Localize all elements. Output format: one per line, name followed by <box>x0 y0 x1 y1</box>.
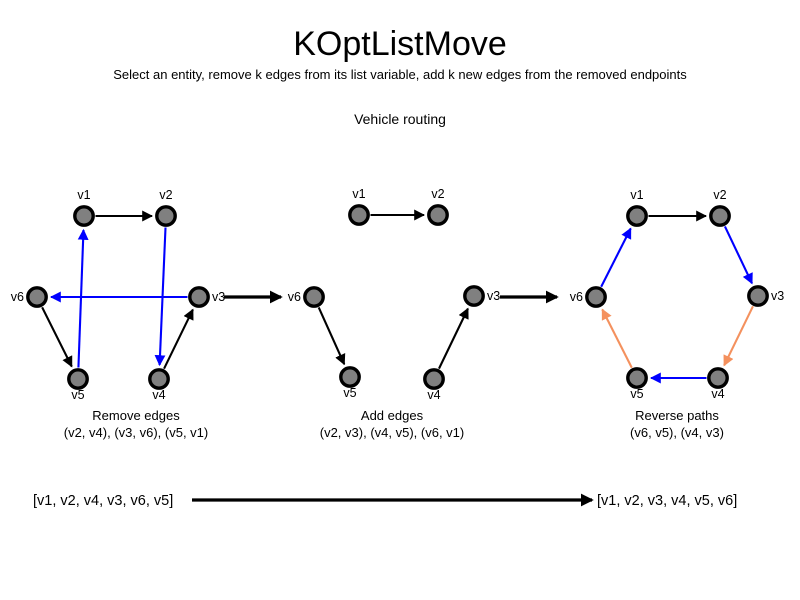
edge-reverse-v3-to-v4 <box>723 305 754 367</box>
node-label-reverse-v1: v1 <box>630 188 643 202</box>
edge-add-v4-to-v3 <box>438 307 469 370</box>
node-label-remove-v6: v6 <box>11 290 24 304</box>
node-reverse-v4[interactable] <box>707 367 729 389</box>
node-remove-v4[interactable] <box>148 368 170 390</box>
node-remove-v2[interactable] <box>155 205 177 227</box>
caption-title-remove: Remove edges <box>92 408 180 423</box>
node-label-add-v6: v6 <box>288 290 301 304</box>
node-add-v5[interactable] <box>339 366 361 388</box>
node-reverse-v1[interactable] <box>626 205 648 227</box>
node-label-reverse-v3: v3 <box>771 289 784 303</box>
node-remove-v3[interactable] <box>188 286 210 308</box>
node-add-v4[interactable] <box>423 368 445 390</box>
node-label-add-v5: v5 <box>343 386 356 400</box>
node-remove-v5[interactable] <box>67 368 89 390</box>
node-label-remove-v5: v5 <box>71 388 84 402</box>
node-label-reverse-v6: v6 <box>570 290 583 304</box>
node-label-reverse-v4: v4 <box>711 387 724 401</box>
node-remove-v6[interactable] <box>26 286 48 308</box>
node-add-v2[interactable] <box>427 204 449 226</box>
nodes-layer: v1 v2 v3 v4 v5 v6 v1 v2 v3 v4 v5 v6 v1 v2 v3 v4 v5 v6 <box>11 187 784 402</box>
list-after: [v1, v2, v3, v4, v5, v6] <box>597 493 737 509</box>
node-label-add-v4: v4 <box>427 388 440 402</box>
node-reverse-v2[interactable] <box>709 205 731 227</box>
node-label-add-v3: v3 <box>487 289 500 303</box>
caption-detail-add: (v2, v3), (v4, v5), (v6, v1) <box>320 425 464 440</box>
node-reverse-v5[interactable] <box>626 367 648 389</box>
page-title: KOptListMove <box>293 25 507 63</box>
node-label-reverse-v2: v2 <box>713 188 726 202</box>
node-reverse-v6[interactable] <box>585 286 607 308</box>
caption-title-reverse: Reverse paths <box>635 408 719 423</box>
node-reverse-v3[interactable] <box>747 285 769 307</box>
edge-add-v6-to-v5 <box>317 307 346 366</box>
node-label-reverse-v5: v5 <box>630 387 643 401</box>
caption-detail-remove: (v2, v4), (v3, v6), (v5, v1) <box>64 425 208 440</box>
list-before: [v1, v2, v4, v3, v6, v5] <box>33 493 173 509</box>
edge-reverse-v2-to-v3 <box>723 225 753 285</box>
context-label: Vehicle routing <box>354 111 446 127</box>
panel-captions-layer: Remove edges (v2, v4), (v3, v6), (v5, v1)… <box>64 408 724 440</box>
edge-remove-v5-to-v1 <box>77 228 89 368</box>
node-add-v6[interactable] <box>303 286 325 308</box>
node-label-remove-v1: v1 <box>77 188 90 202</box>
node-label-remove-v4: v4 <box>152 388 165 402</box>
edge-reverse-v5-to-v6 <box>601 308 633 369</box>
node-add-v1[interactable] <box>348 204 370 226</box>
caption-detail-reverse: (v6, v5), (v4, v3) <box>630 425 724 440</box>
edge-remove-v6-to-v5 <box>41 306 73 368</box>
node-add-v3[interactable] <box>463 285 485 307</box>
node-label-remove-v2: v2 <box>159 188 172 202</box>
caption-title-add: Add edges <box>361 408 424 423</box>
edge-remove-v4-to-v3 <box>163 308 194 370</box>
node-label-add-v2: v2 <box>431 187 444 201</box>
node-label-remove-v3: v3 <box>212 290 225 304</box>
edges-layer <box>41 209 754 384</box>
list-transform-layer: [v1, v2, v4, v3, v6, v5] [v1, v2, v3, v4,… <box>33 493 737 509</box>
node-remove-v1[interactable] <box>73 205 95 227</box>
edge-reverse-v6-to-v1 <box>600 227 632 288</box>
page-subtitle: Select an entity, remove k edges from it… <box>113 67 687 82</box>
node-label-add-v1: v1 <box>352 187 365 201</box>
